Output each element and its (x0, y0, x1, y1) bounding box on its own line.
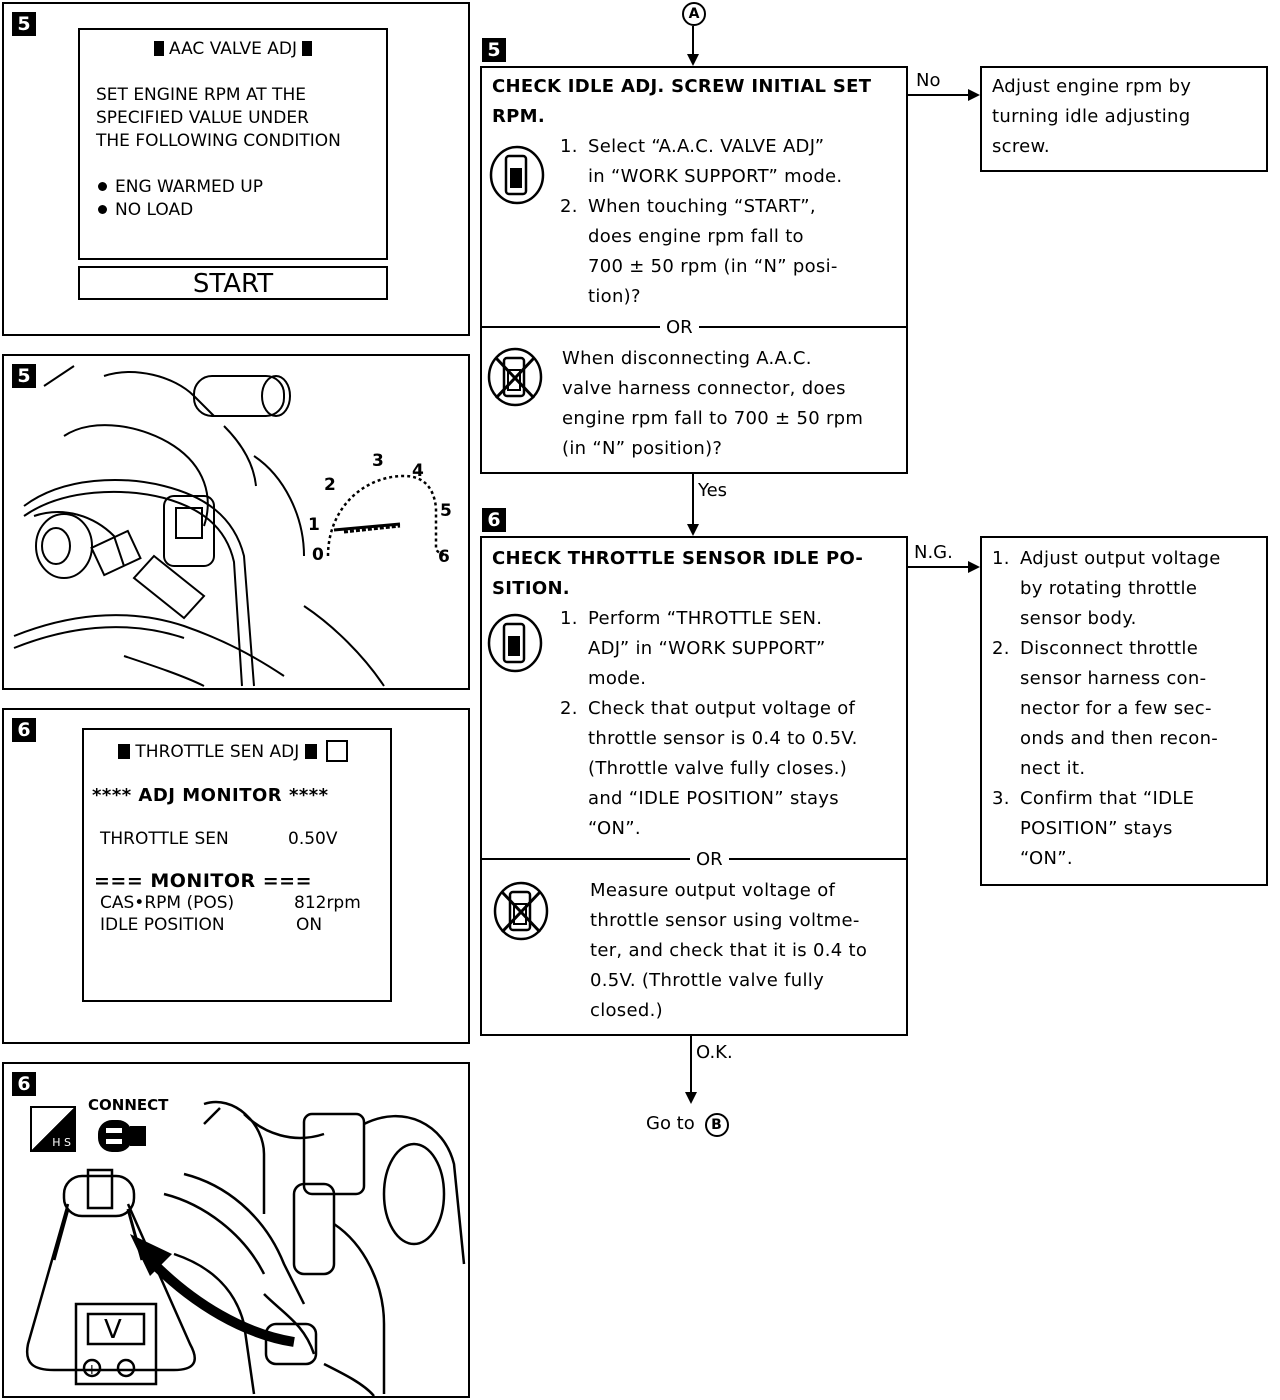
step5-item: 2.When touching “START”, does engine rpm… (560, 196, 838, 307)
instruction-text: SET ENGINE RPM AT THE SPECIFIED VALUE UN… (96, 84, 341, 153)
arrow-down (685, 1092, 697, 1104)
or-divider: OR (660, 318, 699, 338)
step-badge: 5 (12, 364, 36, 388)
meter-label: V (104, 1315, 122, 1345)
step6-item: 2.Check that output voltage of throttle … (560, 698, 858, 839)
monitor-row-value: 812rpm (294, 893, 361, 913)
gauge-tick: 2 (324, 475, 336, 495)
consult-tester-icon (487, 613, 543, 673)
condition-item: NO LOAD (98, 199, 263, 222)
consult-screen: AAC VALVE ADJ SET ENGINE RPM AT THE SPEC… (78, 28, 388, 260)
consult-tester-icon (489, 145, 545, 205)
wiring-illustration: V + − (25, 1100, 466, 1396)
monitor-row: CAS•RPM (POS) 812rpm (100, 892, 380, 915)
panel-throttle-screen: 6 THROTTLE SEN ADJ **** ADJ MONITOR ****… (2, 708, 470, 1044)
ng-item: 2.Disconnect throttle sensor harness con… (992, 638, 1219, 779)
no-consult-icon (487, 347, 543, 407)
step5-check-box: CHECK IDLE ADJ. SCREW INITIAL SET RPM. 1… (480, 66, 908, 474)
ok-label: O.K. (696, 1042, 733, 1063)
screen-title: THROTTLE SEN ADJ (118, 740, 349, 764)
consult-screen: THROTTLE SEN ADJ **** ADJ MONITOR **** T… (82, 728, 392, 1002)
instruction-line: SET ENGINE RPM AT THE (96, 85, 306, 105)
goto-text: Go to (646, 1113, 695, 1134)
gauge-tick: 4 (412, 461, 424, 481)
hs-icon: H S (30, 1106, 76, 1152)
instruction-line: THE FOLLOWING CONDITION (96, 131, 341, 151)
step-badge: 6 (12, 718, 36, 742)
panel-aac-valve-screen: 5 AAC VALVE ADJ SET ENGINE RPM AT THE SP… (2, 2, 470, 336)
tachometer-gauge: 0 1 2 3 4 5 6 (308, 451, 452, 567)
adj-monitor-header: **** ADJ MONITOR **** (92, 785, 329, 806)
step-badge: 5 (12, 12, 36, 36)
screen-title: AAC VALVE ADJ (80, 38, 386, 61)
panel-engine-tachometer: 5 (2, 354, 470, 690)
throttle-sen-label: THROTTLE SEN (100, 829, 229, 849)
gauge-tick: 1 (308, 515, 320, 535)
step6-title: CHECK THROTTLE SENSOR IDLE PO- SITION. (492, 548, 864, 599)
no-consult-icon (493, 881, 549, 941)
ng-label: N.G. (914, 542, 953, 563)
condition-item: ENG WARMED UP (98, 176, 263, 199)
ng-item: 1.Adjust output voltage by rotating thro… (992, 548, 1221, 629)
goto-b[interactable]: Go to B (646, 1110, 729, 1138)
monitor-row-value: ON (296, 915, 323, 935)
start-button[interactable]: START (78, 266, 388, 300)
step6-item: 1.Perform “THROTTLE SEN. ADJ” in “WORK S… (560, 608, 826, 689)
gauge-tick: 0 (312, 545, 324, 565)
monitor-row-label: IDLE POSITION (100, 915, 225, 935)
step-badge: 6 (12, 1072, 36, 1096)
no-label: No (916, 70, 941, 91)
monitor-row: IDLE POSITION ON (100, 914, 380, 937)
step6-check-box: CHECK THROTTLE SENSOR IDLE PO- SITION. 1… (480, 536, 908, 1036)
screen-title-text: AAC VALVE ADJ (169, 39, 297, 59)
monitor-row-label: CAS•RPM (POS) (100, 893, 235, 913)
throttle-sen-value: 0.50V (288, 829, 338, 849)
step-badge: 6 (482, 508, 506, 532)
connector-a: A (682, 2, 706, 26)
instruction-line: SPECIFIED VALUE UNDER (96, 108, 309, 128)
checkbox-icon[interactable] (326, 740, 349, 762)
ng-item: 3.Confirm that “IDLE POSITION” stays “ON… (992, 788, 1195, 869)
step5-item: 1.Select “A.A.C. VALVE ADJ” in “WORK SUP… (560, 136, 843, 187)
gauge-tick: 3 (372, 451, 384, 471)
step5-title: CHECK IDLE ADJ. SCREW INITIAL SET RPM. (492, 76, 872, 127)
yes-label: Yes (698, 480, 728, 501)
no-result-box: Adjust engine rpm by turning idle adjust… (980, 66, 1268, 172)
gauge-tick: 5 (440, 501, 452, 521)
arrow-right (968, 89, 980, 101)
hs-label: H S (52, 1136, 71, 1149)
meter-plus: + (86, 1362, 98, 1378)
condition-list: ENG WARMED UP NO LOAD (98, 176, 263, 222)
arrow-down (687, 524, 699, 536)
engine-illustration (13, 365, 385, 687)
step5-alt-text: When disconnecting A.A.C. valve harness … (562, 348, 864, 459)
monitor-divider: === MONITOR === (94, 870, 313, 892)
screen-title-text: THROTTLE SEN ADJ (135, 742, 300, 762)
arrow-right (968, 561, 980, 573)
or-divider: OR (690, 850, 729, 870)
step-badge: 5 (482, 38, 506, 62)
step6-alt-text: Measure output voltage of throttle senso… (590, 880, 868, 1021)
connector-b: B (704, 1113, 729, 1137)
ng-result-box: 1.Adjust output voltage by rotating thro… (980, 536, 1268, 886)
meter-minus: − (121, 1362, 133, 1378)
arrow-down (687, 54, 699, 66)
connect-label: CONNECT (88, 1096, 169, 1114)
panel-voltmeter-connection: 6 H S CONNECT (2, 1062, 470, 1398)
connector-plug-icon (98, 1120, 146, 1152)
gauge-tick: 6 (438, 547, 450, 567)
